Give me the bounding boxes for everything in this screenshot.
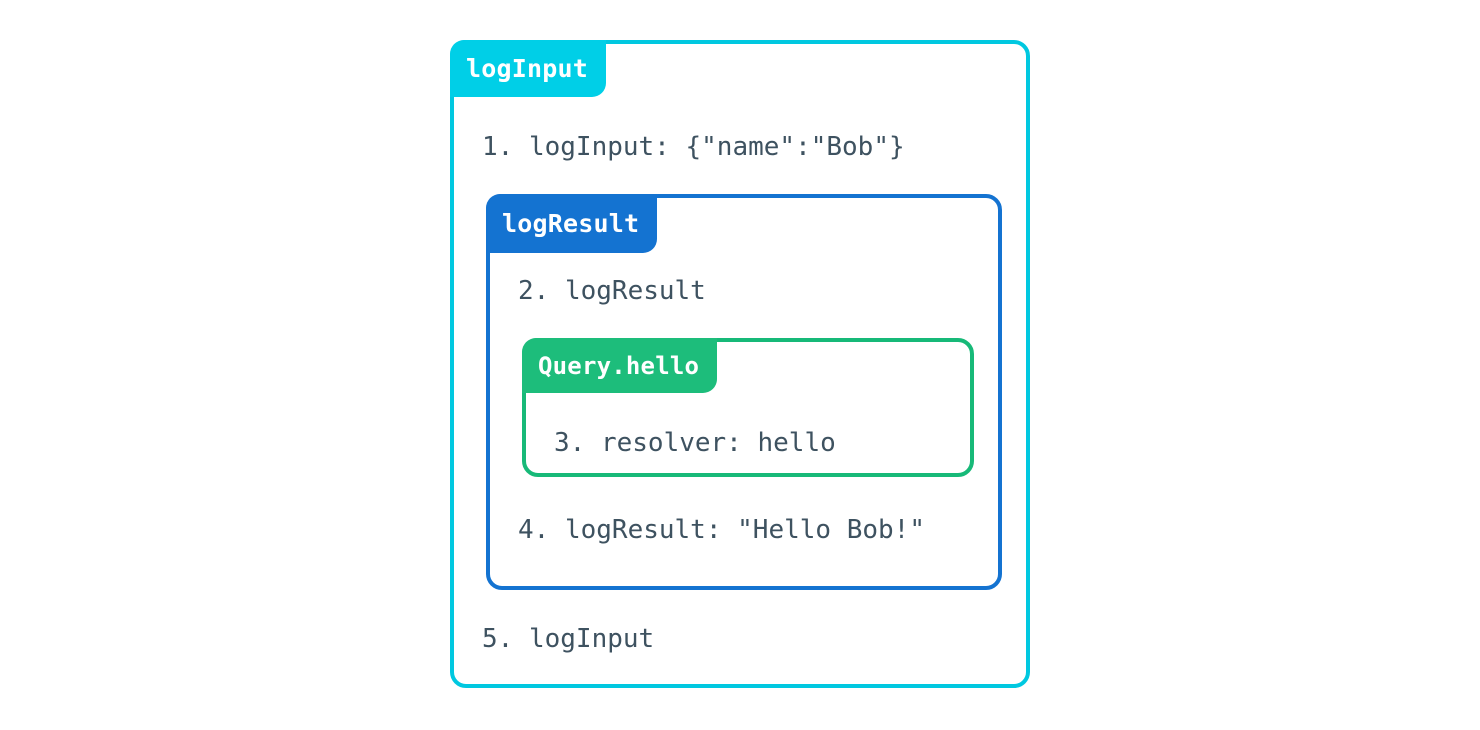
- log-line-5: 5. logInput: [482, 624, 655, 654]
- log-line-3: 3. resolver: hello: [554, 428, 836, 458]
- trace-box-log-input: logInput 1. logInput: {"name":"Bob"} log…: [450, 40, 1030, 688]
- trace-box-log-result: logResult 2. logResult Query.hello 3. re…: [486, 194, 1002, 590]
- trace-box-query-hello: Query.hello 3. resolver: hello: [522, 338, 974, 477]
- trace-box-log-result-tab-label: logResult: [486, 194, 658, 253]
- log-line-4: 4. logResult: "Hello Bob!": [518, 515, 925, 545]
- trace-box-log-input-tab-label: logInput: [450, 40, 607, 97]
- trace-box-query-hello-tab-label: Query.hello: [522, 338, 718, 393]
- log-line-2: 2. logResult: [518, 276, 706, 306]
- log-line-1: 1. logInput: {"name":"Bob"}: [482, 132, 905, 162]
